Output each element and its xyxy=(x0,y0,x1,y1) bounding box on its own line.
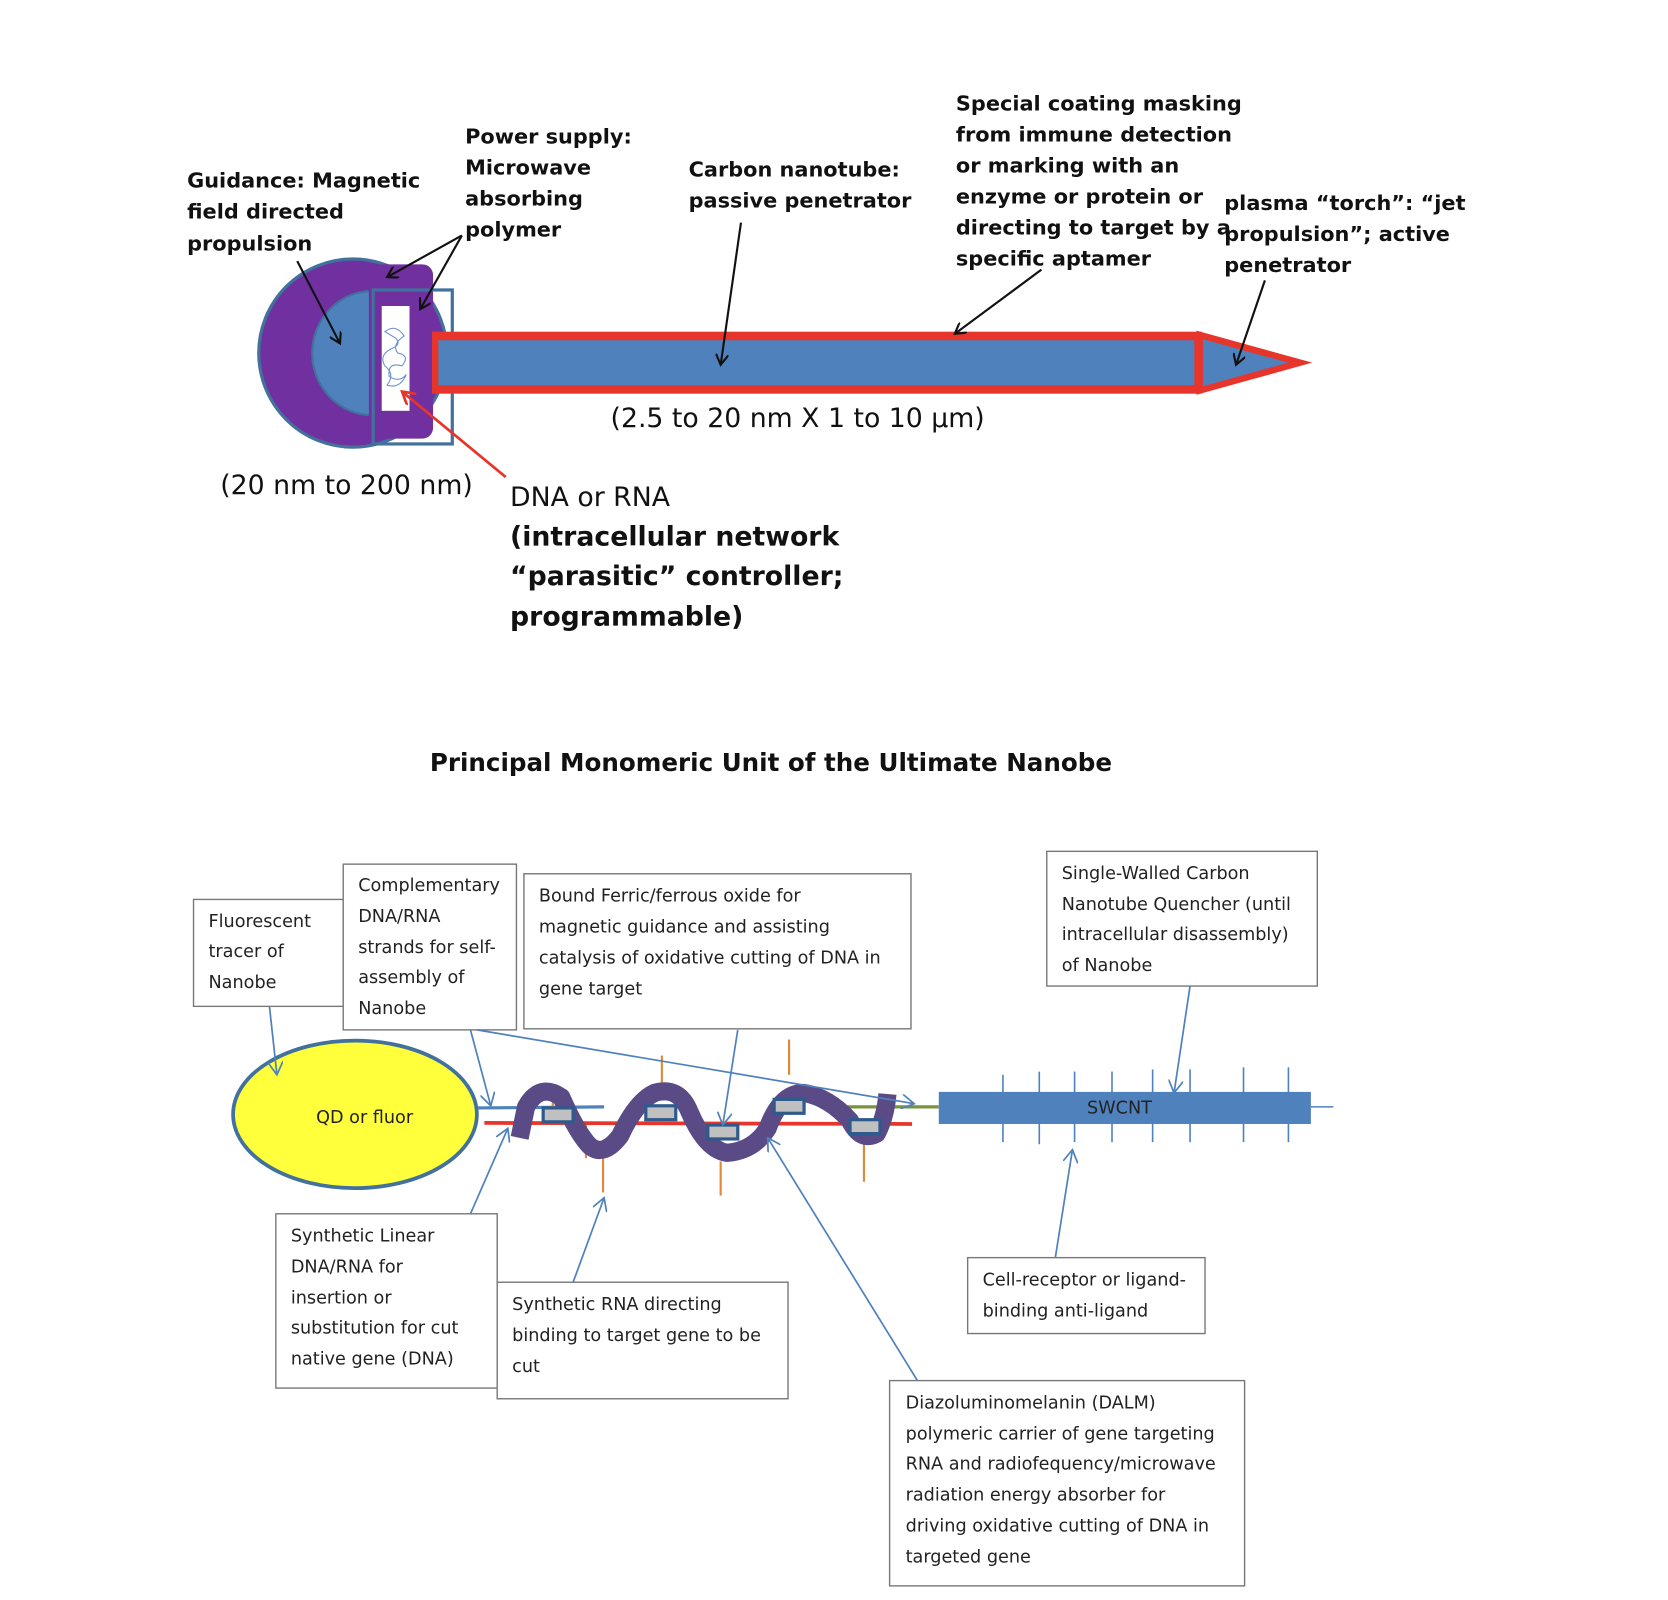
box-synthetic-rna xyxy=(496,1281,789,1400)
box-complementary xyxy=(342,863,518,1031)
arrow-nanotube xyxy=(721,222,743,365)
label-swcnt: SWCNT xyxy=(1087,1098,1152,1118)
arrow-power-1 xyxy=(387,234,463,277)
quantum-dot xyxy=(231,1038,479,1191)
arrow-synthetic-linear xyxy=(469,1128,507,1215)
box-swcnt-quencher xyxy=(1046,850,1318,987)
diagram-title: Principal Monomeric Unit of the Ultimate… xyxy=(430,748,1112,777)
text-cell-receptor: Cell-receptor or ligand-binding anti-lig… xyxy=(983,1270,1186,1321)
arrow-dna xyxy=(402,392,507,479)
label-head-size: (20 nm to 200 nm) xyxy=(220,470,473,501)
box-dalm xyxy=(888,1379,1246,1587)
arrow-plasma xyxy=(1236,280,1266,364)
swcnt-tube xyxy=(938,1091,1311,1124)
box-synthetic-linear xyxy=(275,1213,498,1389)
box-cell-receptor xyxy=(966,1256,1206,1335)
label-tube-size: (2.5 to 20 nm X 1 to 10 µm) xyxy=(611,403,985,434)
nanotube-body xyxy=(431,330,1313,395)
arrow-dalm xyxy=(768,1138,919,1382)
nanotube-core xyxy=(438,340,1195,386)
arrow-guidance xyxy=(296,260,340,343)
arrow-power-2 xyxy=(420,234,463,309)
dna-tangle xyxy=(382,327,407,387)
label-carbon-nanotube: Carbon nanotube:passive penetrator xyxy=(689,158,913,213)
arrow-fluorescent xyxy=(269,1006,276,1074)
arrow-synthetic-rna xyxy=(572,1198,604,1283)
arrow-cell-receptor xyxy=(1054,1150,1072,1258)
plasma-torch-tip xyxy=(1196,330,1313,395)
arrow-ferric xyxy=(723,1029,739,1125)
arrow-complementary-2 xyxy=(476,1029,914,1104)
box-ferric xyxy=(523,873,912,1030)
label-qd: QD or fluor xyxy=(316,1108,414,1128)
box-fluorescent xyxy=(192,898,344,1008)
arrow-swcnt-quencher xyxy=(1174,985,1191,1093)
ferric-oxide-beads xyxy=(541,1097,882,1141)
anti-ligand-ticks xyxy=(551,1039,866,1196)
text-dalm: Diazoluminomelanin (DALM)polymeric carri… xyxy=(906,1393,1216,1567)
head-core xyxy=(311,289,374,417)
label-dna-description: (intracellular network“parasitic” contro… xyxy=(510,522,843,633)
arrow-coating xyxy=(955,268,1043,334)
synthetic-linear-strand xyxy=(477,1105,605,1110)
label-dna-rna: DNA or RNA xyxy=(510,482,671,513)
arrow-complementary-1 xyxy=(469,1029,490,1106)
nanobe-head xyxy=(257,257,454,449)
